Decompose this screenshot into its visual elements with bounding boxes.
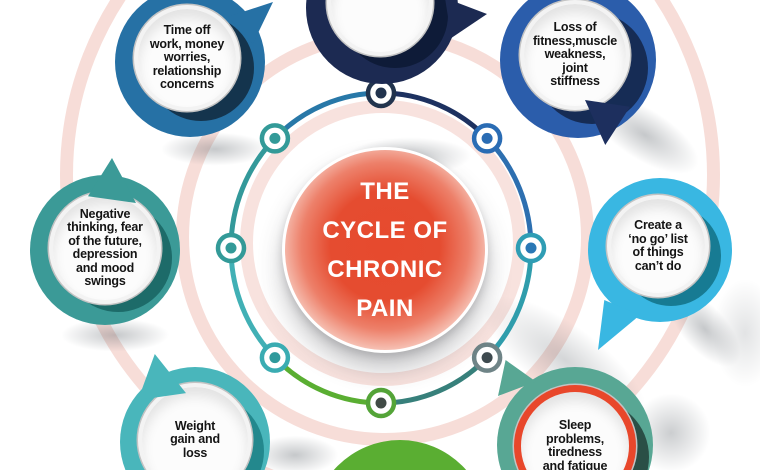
center-title: THE CYCLE OF CHRONIC PAIN <box>285 150 485 350</box>
bubble-label-line: problems, <box>546 431 604 446</box>
bubble-label-line: of things <box>632 245 684 259</box>
ring-segment-lower-left-to-left <box>228 247 277 360</box>
bubble-label-line: Weight <box>174 418 216 433</box>
bubble-label-line: Negative <box>79 206 131 221</box>
bubble-inner-circle: Time off work, money worries, relationsh… <box>134 5 240 111</box>
bubble-inner-circle: Sleep problems, tiredness and fatigue <box>514 385 636 470</box>
bubble-label-line: stiffness <box>550 74 600 89</box>
bubble-label-line: Loss of <box>553 20 597 35</box>
bubble-inner-circle: Create a ‘no go’ list of things can’t do <box>607 195 709 297</box>
bubble-label-line: gain and <box>170 432 220 447</box>
center-title-line: CHRONIC <box>327 256 443 283</box>
ring-segment-lower-right-to-bottom <box>380 355 489 406</box>
center-title-line: THE <box>360 178 410 205</box>
bubble-inner-circle: Weight gain and loss <box>138 383 252 470</box>
bubble-label-line: and fatigue <box>542 458 608 470</box>
bubble-inner-circle: Loss of fitness,muscle weakness, joint s… <box>520 0 630 110</box>
bubble-disc: Create a ‘no go’ list of things can’t do <box>588 178 732 322</box>
ring-node-dot <box>525 242 537 254</box>
bubble-disc: Weight gain and loss <box>120 367 270 470</box>
ring-segment-right-to-lower-right <box>485 247 534 360</box>
bubble-label-line: Time off <box>163 23 211 38</box>
bubble-disc: Sleep problems, tiredness and fatigue <box>497 367 653 470</box>
ring-node-dot <box>375 87 387 99</box>
ring-segment-top-to-upper-right <box>380 90 489 141</box>
bubble-label-line: can’t do <box>634 258 682 273</box>
bubble-label-line: of the future, <box>68 233 142 248</box>
bubble-label-line: tiredness <box>548 445 602 459</box>
bubble-label-line: Create a <box>634 218 682 232</box>
bubble-label-line: depression <box>72 247 138 261</box>
ring-node-dot <box>481 352 493 364</box>
center-title-line: PAIN <box>356 295 414 322</box>
bubble-label-line: thinking, fear <box>67 220 143 234</box>
bubble-label-line: loss <box>182 445 208 460</box>
bubble-label-line: joint <box>562 60 588 75</box>
ring-node-dot <box>269 352 281 364</box>
bubble-label-line: ‘no go’ list <box>628 231 688 246</box>
ring-node-dot <box>481 132 493 144</box>
ring-node-dot <box>269 132 281 144</box>
ring-segment-left-to-upper-left <box>228 136 277 249</box>
ring-node-dot <box>225 242 237 254</box>
ring-segment-upper-right-to-right <box>485 136 534 249</box>
bubble-label-line: concerns <box>160 77 214 92</box>
bubble-label-line: weakness, <box>544 47 606 62</box>
bubble-disc: Negative thinking, fear of the future, d… <box>30 175 180 325</box>
bubble-label-line: worries, <box>163 50 211 65</box>
bubble-label-line: and mood <box>75 260 135 275</box>
center-circle: THE CYCLE OF CHRONIC PAIN <box>282 147 488 353</box>
bubble-inner-circle: Negative thinking, fear of the future, d… <box>49 192 161 304</box>
bubble-label-line: swings <box>84 274 126 288</box>
ring-segment-upper-left-to-top <box>273 90 382 141</box>
bubble-label-line: fitness,muscle <box>532 33 618 48</box>
ring-segment-bottom-to-lower-left <box>273 355 382 406</box>
bubble-label-line: Sleep <box>558 418 592 432</box>
bubble-label-line: work, money <box>149 36 225 51</box>
ring-node-dot <box>375 397 387 409</box>
center-title-line: CYCLE OF <box>322 217 448 244</box>
bubble-label-line: relationship <box>152 63 222 78</box>
